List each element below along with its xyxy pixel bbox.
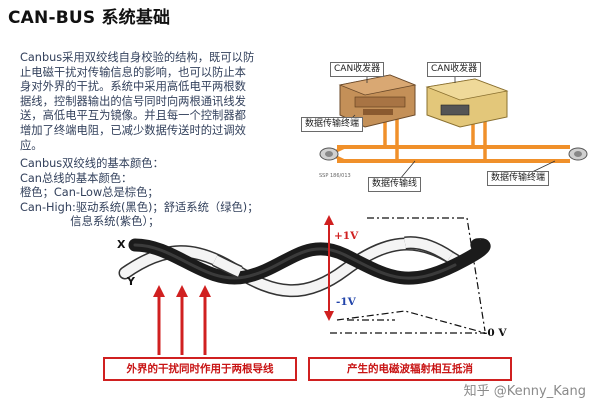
intro-line: 增加了终端电阻，已减少数据传送时的过调效 — [20, 123, 246, 137]
minus-voltage-label: -1V — [336, 296, 356, 308]
transceiver-label-right: CAN收发器 — [427, 62, 482, 77]
wire-colors-heading: Canbus双绞线的基本颜色： — [20, 157, 164, 170]
page-title: CAN-BUS 系统基础 — [8, 8, 171, 28]
wire-x-label: X — [117, 238, 126, 251]
wire-colors-line: Can-High:驱动系统(黑色)；舒适系统（绿色)； — [20, 200, 259, 214]
intro-line: Canbus采用双绞线自身校验的结构，既可以防 — [20, 51, 255, 64]
interference-arrows — [153, 285, 211, 355]
transceiver-label-left: CAN收发器 — [330, 62, 385, 77]
wire-y-label: Y — [127, 275, 135, 288]
intro-line: 止电磁干扰对传输信息的影响，也可以防止本 — [20, 65, 246, 79]
intro-line: 身对外界的干扰。系统中采用高低电平两根数 — [20, 80, 246, 94]
wire-colors-paragraph: Canbus双绞线的基本颜色： Can总线的基本颜色： 橙色；Can-Low总是… — [20, 157, 310, 230]
watermark: 知乎 @Kenny_Kang — [463, 384, 586, 399]
intro-line: 应。 — [20, 138, 43, 152]
cancellation-callout: 产生的电磁波辐射相互抵消 — [308, 357, 512, 381]
wire-colors-line: 信息系统(紫色）； — [20, 215, 160, 229]
zero-voltage-label: -0 V — [483, 327, 507, 339]
intro-line: 据线，控制器输出的信号同时向两根通讯线发 — [20, 94, 246, 108]
bus-line-label: 数据传输线 — [368, 177, 422, 192]
reference-code: SSP 186/013 — [319, 173, 351, 179]
wire-colors-line: 橙色；Can-Low总是棕色； — [20, 186, 159, 200]
left-terminator — [319, 147, 339, 161]
left-ecu-module — [338, 74, 417, 128]
wire-colors-line: Can总线的基本颜色： — [20, 171, 133, 185]
right-ecu-module — [425, 78, 509, 128]
terminator-label-left: 数据传输终端 — [301, 117, 364, 132]
intro-line: 送，高低电平互为镜像。并且每一个控制器都 — [20, 109, 246, 123]
intro-paragraph: Canbus采用双绞线自身校验的结构，既可以防 止电磁干扰对传输信息的影响，也可… — [20, 51, 305, 153]
right-terminator — [568, 147, 588, 161]
twisted-pair-diagram — [118, 215, 491, 355]
plus-voltage-label: +1V — [334, 230, 359, 242]
interference-callout: 外界的干扰同时作用于两根导线 — [103, 357, 297, 381]
voltage-arrow — [324, 215, 334, 321]
voltage-guides — [330, 217, 486, 334]
terminator-label-right: 数据传输终端 — [487, 171, 550, 186]
can-network-diagram: SSP 186/013 — [319, 74, 588, 180]
